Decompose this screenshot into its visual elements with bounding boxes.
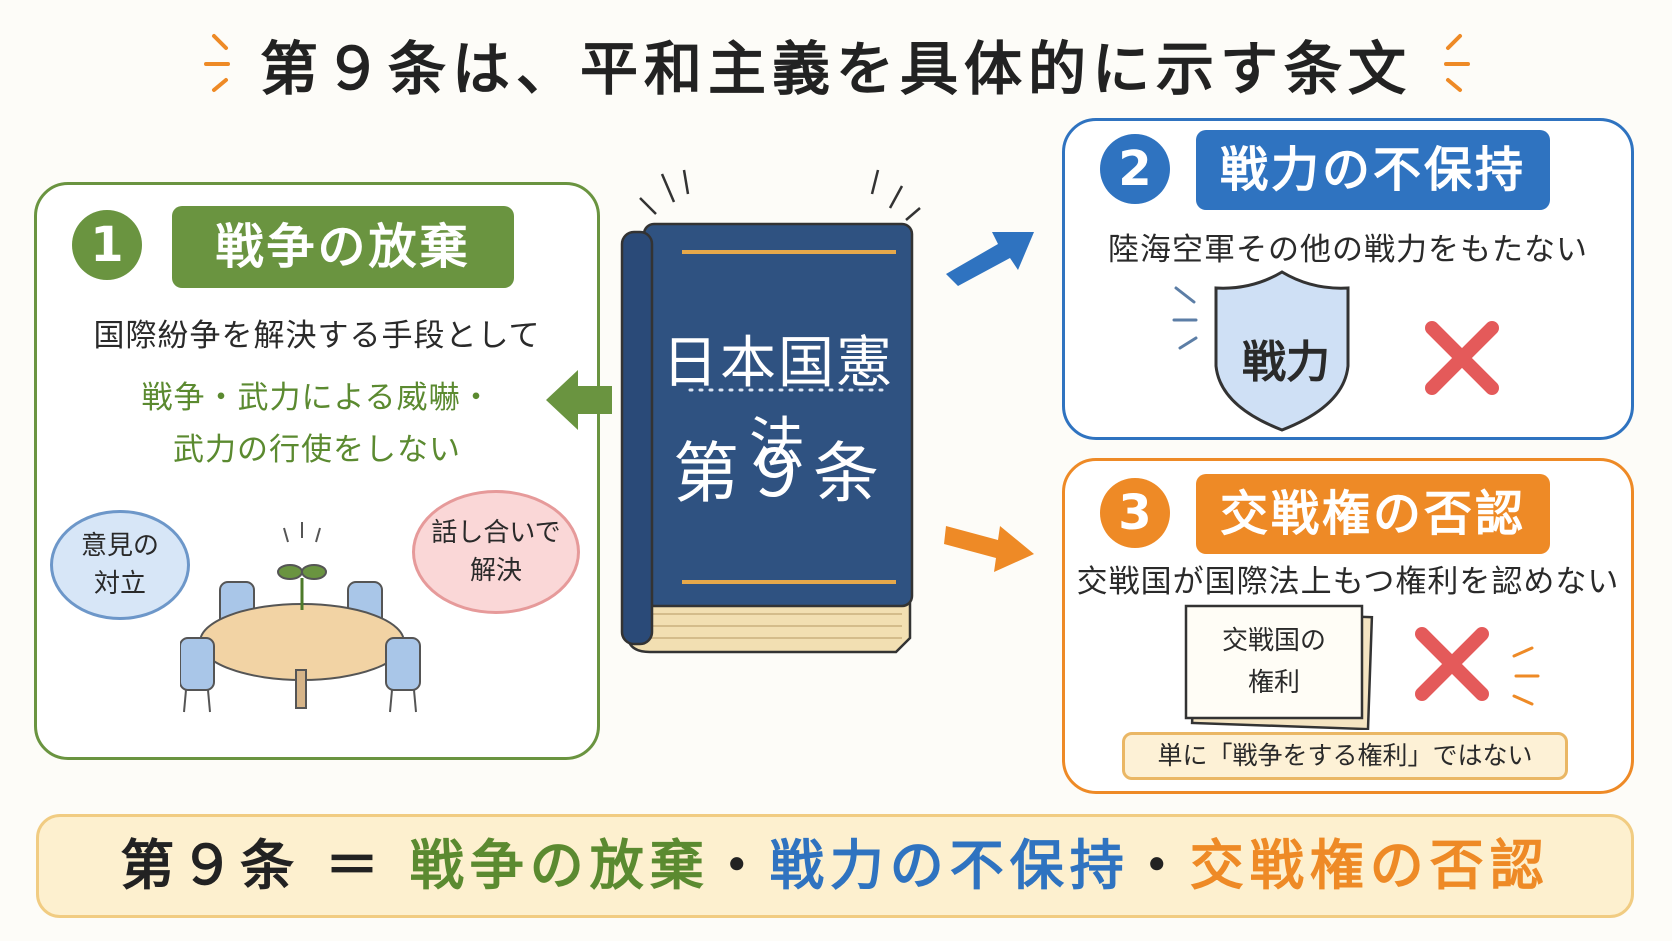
- bubble-right-line2: 解決: [469, 556, 522, 586]
- document-line1: 交戦国の: [1221, 626, 1326, 656]
- sparkle-left-icon: [204, 34, 230, 92]
- panel1-number: 1: [72, 210, 142, 280]
- bubble-opinion-conflict: 意見の 対立: [50, 510, 190, 620]
- panel1-line3: 武力の行使をしない: [173, 432, 461, 468]
- book-title: 日本国憲法: [662, 331, 894, 477]
- panel3-label: 交戦権の否認: [1196, 474, 1550, 554]
- bubble-left-line1: 意見の: [80, 531, 159, 561]
- cross-mark-icon: [1425, 321, 1499, 395]
- table-with-chairs-illustration: [180, 522, 421, 713]
- page-title: 第９条は、平和主義を具体的に示す条文: [259, 35, 1412, 103]
- cross-mark-icon: [1415, 627, 1489, 701]
- arrow-left-icon: [546, 370, 612, 430]
- shield-label: 戦力: [1242, 337, 1330, 388]
- arrow-down-right-icon: [944, 526, 1034, 572]
- panel2-label: 戦力の不保持: [1196, 130, 1550, 210]
- summary-bar: 第９条 ＝ 戦争の放棄・戦力の不保持・交戦権の否認: [36, 814, 1634, 918]
- panel2-description: 陸海空軍その他の戦力をもたない: [1108, 232, 1588, 268]
- summary-sep1: ・: [709, 834, 770, 897]
- summary-prefix: 第９条 ＝: [120, 834, 410, 897]
- panel1-label: 戦争の放棄: [172, 206, 514, 288]
- summary-item2: 戦力の不保持: [769, 834, 1130, 897]
- panel3-number: 3: [1100, 478, 1170, 548]
- sparkle-icon: [1512, 646, 1540, 706]
- summary-item1: 戦争の放棄: [409, 834, 710, 897]
- bubble-discussion-resolution: 話し合いで 解決: [412, 490, 580, 614]
- sparkle-right-icon: [1444, 34, 1470, 92]
- document-line2: 権利: [1247, 668, 1300, 698]
- constitution-book-icon: [620, 169, 921, 654]
- document-text: 交戦国の 権利: [1186, 620, 1362, 704]
- panel2-number: 2: [1100, 134, 1170, 204]
- summary-item3: 交戦権の否認: [1189, 834, 1550, 897]
- summary-sep2: ・: [1129, 834, 1190, 897]
- panel1-line2: 戦争・武力による威嚇・: [141, 380, 493, 416]
- shield-icon: [1172, 270, 1350, 432]
- panel1-line1: 国際紛争を解決する手段として: [93, 318, 541, 354]
- book-article: 第９条: [673, 435, 883, 512]
- arrow-up-right-icon: [946, 232, 1034, 286]
- bubble-left-line2: 対立: [93, 569, 146, 599]
- bubble-right-line1: 話し合いで: [431, 518, 561, 548]
- panel3-description: 交戦国が国際法上もつ権利を認めない: [1076, 564, 1620, 600]
- note-box: 単に「戦争をする権利」ではない: [1122, 732, 1568, 780]
- document-icon: [1184, 604, 1374, 730]
